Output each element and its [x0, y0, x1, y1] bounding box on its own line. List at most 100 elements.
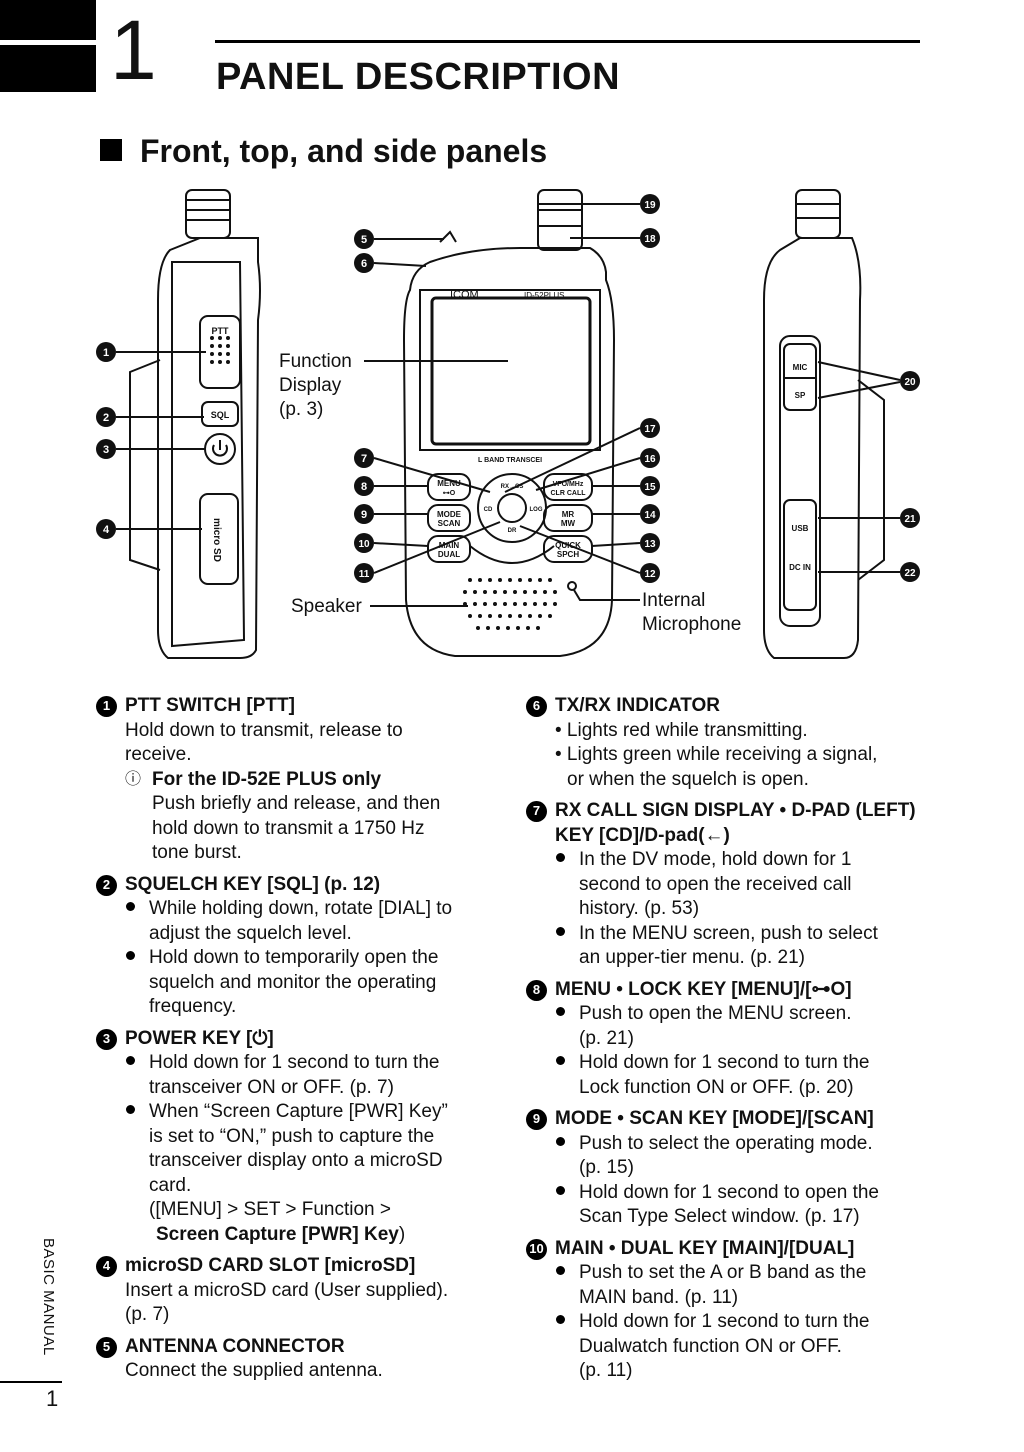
- bullet-line: (p. 15): [579, 1157, 634, 1178]
- bullet-line: Push to set the A or B band as the: [579, 1262, 867, 1283]
- front-log-text: LOG: [530, 507, 543, 513]
- item-heading: MAIN • DUAL KEY [MAIN]/[DUAL]: [555, 1237, 855, 1259]
- menu-path: ([MENU] > SET > Function >: [149, 1199, 391, 1220]
- bullet-line: Hold down for 1 second to turn the: [579, 1311, 870, 1332]
- chapter-tab-stripe: [0, 40, 96, 45]
- bullet-line: Hold down for 1 second to turn the: [579, 1052, 870, 1073]
- callout-20: 20: [900, 371, 920, 391]
- note-line: hold down to transmit a 1750 Hz: [152, 817, 425, 839]
- item-heading: MODE • SCAN KEY [MODE]/[SCAN]: [555, 1108, 874, 1129]
- right-side-view: [763, 189, 885, 659]
- front-mode-text-2: SCAN: [438, 519, 461, 528]
- svg-text:4: 4: [103, 524, 110, 536]
- internal-microphone-label-2: Microphone: [642, 614, 741, 635]
- front-quick-key: [543, 535, 593, 563]
- callout-19: 19: [640, 194, 660, 214]
- bullet-line: Push to open the MENU screen.: [579, 1003, 852, 1024]
- item-number: 1: [96, 696, 117, 717]
- item-body-line: • Lights red while transmitting.: [555, 719, 808, 741]
- svg-text:22: 22: [904, 568, 916, 579]
- front-mode-key: [427, 504, 471, 532]
- bullet-icon: [555, 848, 579, 922]
- callout-7: 7: [354, 448, 374, 468]
- bullet-line: second to open the received call: [579, 873, 852, 895]
- bullet-line: Lock function ON or OFF. (p. 20): [579, 1076, 854, 1098]
- front-main-text-1: MAIN: [439, 541, 460, 550]
- item-number: 2: [96, 874, 117, 896]
- item-body-line: (p. 7): [125, 1304, 170, 1325]
- svg-text:10: 10: [358, 539, 370, 550]
- bullet-line: squelch and monitor the operating: [149, 971, 437, 993]
- front-mr-text-2: MW: [561, 519, 576, 528]
- internal-microphone-hole: [567, 581, 577, 591]
- item-heading: RX CALL SIGN DISPLAY • D-PAD (LEFT) KEY …: [555, 800, 916, 846]
- item-number: 4: [96, 1256, 117, 1277]
- front-menu-text-1: MENU: [437, 479, 461, 488]
- item-number: 5: [96, 1336, 117, 1358]
- callout-9: 9: [354, 504, 374, 524]
- callout-4: 4: [96, 519, 116, 539]
- chapter-tab: [0, 0, 96, 92]
- front-model-text: ID-52PLUS: [524, 291, 564, 300]
- svg-text:8: 8: [361, 481, 367, 493]
- item-heading: ANTENNA CONNECTOR: [125, 1335, 345, 1357]
- callout-18: 18: [640, 228, 660, 248]
- front-dr-text: DR: [508, 528, 517, 534]
- front-band-text: L BAND TRANSCEI: [478, 457, 542, 464]
- callout-15: 15: [640, 476, 660, 496]
- front-mode-text-1: MODE: [437, 510, 462, 519]
- right-sp-text: SP: [795, 391, 806, 400]
- bullet-line: card.: [149, 1174, 192, 1196]
- dpad-center: [497, 493, 527, 523]
- section-title: Front, top, and side panels: [140, 133, 548, 169]
- speaker-grille: [463, 578, 557, 630]
- note-line: Push briefly and release, and then: [152, 793, 441, 814]
- item-heading: PTT SWITCH [PTT]: [125, 695, 295, 716]
- item-number: 10: [526, 1238, 547, 1260]
- front-rxcs-text: RX→CS: [501, 484, 524, 490]
- function-display-label-1: Function: [279, 351, 352, 372]
- front-mr-text-1: MR: [562, 510, 575, 519]
- bullet-line: Hold down for 1 second to open the: [579, 1181, 879, 1203]
- function-display-label-2: Display: [279, 375, 342, 396]
- bullet-line: Hold down for 1 second to turn the: [149, 1052, 440, 1073]
- function-display-screen: [430, 296, 592, 446]
- right-usb-text: USB: [792, 524, 809, 533]
- callout-1: 1: [96, 342, 116, 362]
- item-number: 7: [526, 801, 547, 822]
- item-body-line: receive.: [125, 744, 192, 765]
- svg-text:6: 6: [361, 258, 367, 270]
- left-sql-button: [201, 401, 239, 427]
- svg-text:2: 2: [103, 412, 109, 424]
- section-heading: Front, top, and side panels: [100, 133, 547, 170]
- item-main-dual: 10 MAIN • DUAL KEY [MAIN]/[DUAL] Push to …: [526, 1237, 926, 1384]
- bullet-line: transceiver display onto a microSD: [149, 1150, 443, 1171]
- callout-2: 2: [96, 407, 116, 427]
- svg-text:12: 12: [644, 569, 656, 580]
- svg-text:21: 21: [904, 514, 916, 525]
- bullet-line: Scan Type Select window. (p. 17): [579, 1206, 860, 1227]
- svg-text:17: 17: [644, 424, 656, 435]
- item-number: 8: [526, 979, 547, 1001]
- svg-text:1: 1: [103, 347, 109, 359]
- left-side-view: [129, 189, 261, 659]
- callout-6: 6: [354, 253, 374, 273]
- svg-text:16: 16: [644, 454, 656, 465]
- svg-text:14: 14: [644, 510, 656, 521]
- callout-3: 3: [96, 439, 116, 459]
- front-vfo-text-1: VFO/MHz: [553, 481, 584, 488]
- svg-text:3: 3: [103, 444, 109, 456]
- item-rx-call-sign: 7 RX CALL SIGN DISPLAY • D-PAD (LEFT) KEY…: [526, 799, 926, 971]
- callout-17: 17: [640, 418, 660, 438]
- bullet-icon: [555, 1002, 579, 1051]
- right-mic-text: MIC: [793, 363, 808, 372]
- left-antenna: [185, 189, 231, 239]
- callout-21: 21: [900, 508, 920, 528]
- bullet-line: While holding down, rotate [DIAL] to: [149, 898, 453, 919]
- front-cd-text: CD: [484, 507, 493, 513]
- chapter-number: 1: [110, 3, 157, 97]
